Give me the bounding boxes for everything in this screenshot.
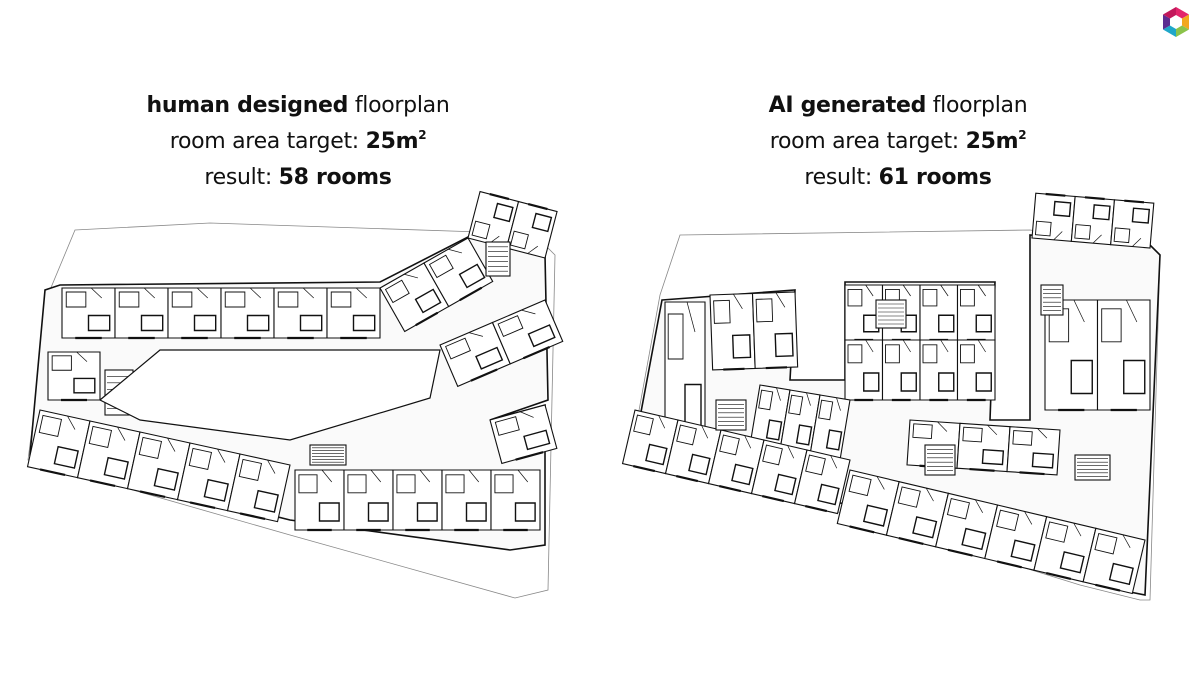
hotel-room <box>751 291 799 370</box>
hotel-room <box>1070 195 1116 246</box>
ai-room-area-target: room area target: 25m2 <box>769 128 1027 154</box>
hotel-room <box>441 469 492 532</box>
hotel-room <box>1082 527 1146 595</box>
hotel-room <box>489 404 558 465</box>
ai-floorplan-title: AI generated floorplan <box>768 93 1028 118</box>
stairwell <box>309 444 347 466</box>
ai-result: result: 61 rooms <box>804 165 992 190</box>
stairwell <box>924 444 956 476</box>
hotel-room <box>707 429 765 495</box>
hotel-room <box>491 299 564 365</box>
human-floorplan-title: human designed floorplan <box>146 93 450 118</box>
ai-floorplan-caption: AI generated floorplan room area target:… <box>688 88 1108 196</box>
hotel-room <box>750 439 808 505</box>
hotel-room <box>934 492 999 560</box>
human-floorplan-caption: human designed floorplan room area targe… <box>88 88 508 196</box>
hotel-room <box>956 339 996 402</box>
hotel-room <box>709 292 756 371</box>
hotel-room <box>326 287 381 340</box>
hotel-room <box>793 449 851 515</box>
hotel-room <box>621 409 679 475</box>
hotel-room <box>956 422 1011 473</box>
human-designed-floorplan <box>26 190 564 599</box>
stairwell <box>1074 454 1111 481</box>
stairwell <box>485 241 511 277</box>
hotel-room <box>423 237 494 308</box>
hotel-room <box>76 420 141 490</box>
hotel-room <box>47 351 101 402</box>
stairwell <box>1040 284 1064 316</box>
hotel-room <box>844 339 884 402</box>
hotel-room <box>919 284 959 342</box>
courtyard <box>98 349 441 441</box>
hotel-room <box>167 287 222 340</box>
stairwell <box>715 399 747 431</box>
hotel-room <box>1031 192 1076 242</box>
hotel-room <box>114 287 169 340</box>
hotel-room <box>919 339 959 402</box>
hotel-room <box>439 321 511 388</box>
hotel-room <box>273 287 328 340</box>
hexagon-cube-logo-icon <box>1163 7 1189 37</box>
hotel-room <box>490 469 541 532</box>
hotel-room <box>1006 426 1061 476</box>
hotel-room <box>956 284 996 342</box>
stairwell <box>875 299 907 329</box>
hotel-room <box>61 287 116 340</box>
hotel-room <box>885 481 949 548</box>
hotel-room <box>343 469 394 532</box>
hotel-room <box>1110 199 1155 249</box>
hotel-room <box>881 339 921 402</box>
ai-generated-floorplan <box>621 192 1161 601</box>
hotel-room <box>226 453 291 523</box>
hotel-room <box>220 287 275 340</box>
hotel-room <box>1044 299 1099 412</box>
hotel-room <box>1096 299 1151 412</box>
hotel-room <box>984 504 1048 571</box>
human-room-area-target: room area target: 25m2 <box>169 128 427 154</box>
hotel-room <box>294 469 345 532</box>
hotel-room <box>392 469 443 532</box>
human-result: result: 58 rooms <box>204 165 392 190</box>
hotel-room <box>505 200 558 259</box>
